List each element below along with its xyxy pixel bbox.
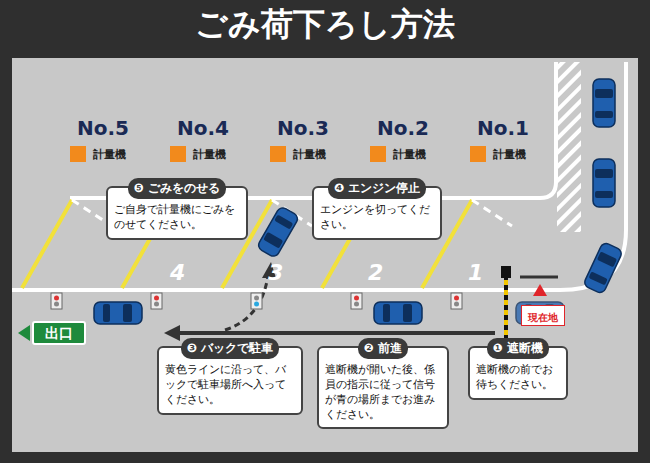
- space-number: 2: [368, 260, 383, 285]
- step-callout: ❶ 遮断機遮断機の前でお待ちください。: [468, 346, 568, 400]
- scale-number: No.5: [77, 116, 129, 140]
- step-heading: ❷ 前進: [358, 338, 408, 359]
- step-callout: ❺ ごみをのせるご自身で計量機にごみをのせてください。: [106, 186, 248, 240]
- step-text: 出口: [45, 325, 73, 341]
- step-text: 遮断機の前でお待ちください。: [476, 363, 560, 393]
- location-tag: 現在地: [521, 305, 565, 326]
- scale-number: No.1: [477, 116, 529, 140]
- scale-label: 計量機: [393, 147, 426, 162]
- step-callout: ❹ エンジン停止エンジンを切ってください。: [312, 186, 442, 240]
- step-callout: ❸ バックで駐車黄色ラインに沿って、バックで駐車場所へ入ってください。: [157, 346, 303, 415]
- step-text: ご自身で計量機にごみをのせてください。: [114, 203, 240, 233]
- step-heading: ❶ 遮断機: [487, 338, 549, 359]
- scale-number: No.2: [377, 116, 429, 140]
- step-text: 遮断機が開いた後、係員の指示に従って信号が青の場所までお進みください。: [325, 363, 441, 422]
- step-text: 黄色ラインに沿って、バックで駐車場所へ入ってください。: [165, 363, 295, 408]
- step-heading: ❸ バックで駐車: [181, 338, 279, 359]
- space-number: 3: [268, 260, 283, 285]
- scale-number: No.3: [277, 116, 329, 140]
- scale-label: 計量機: [93, 147, 126, 162]
- space-number: 1: [468, 260, 483, 285]
- space-number: 4: [170, 260, 185, 285]
- step-text: エンジンを切ってください。: [320, 203, 434, 233]
- step-heading: ❺ ごみをのせる: [128, 178, 226, 199]
- scale-label: 計量機: [493, 147, 526, 162]
- exit-sign: 出口: [32, 321, 86, 345]
- scale-label: 計量機: [193, 147, 226, 162]
- page-title: ごみ荷下ろし方法: [0, 2, 650, 46]
- step-text: 現在地: [528, 312, 558, 323]
- scale-label: 計量機: [293, 147, 326, 162]
- step-heading: ❹ エンジン停止: [328, 178, 426, 199]
- step-callout: ❷ 前進遮断機が開いた後、係員の指示に従って信号が青の場所までお進みください。: [317, 346, 449, 429]
- scale-number: No.4: [177, 116, 229, 140]
